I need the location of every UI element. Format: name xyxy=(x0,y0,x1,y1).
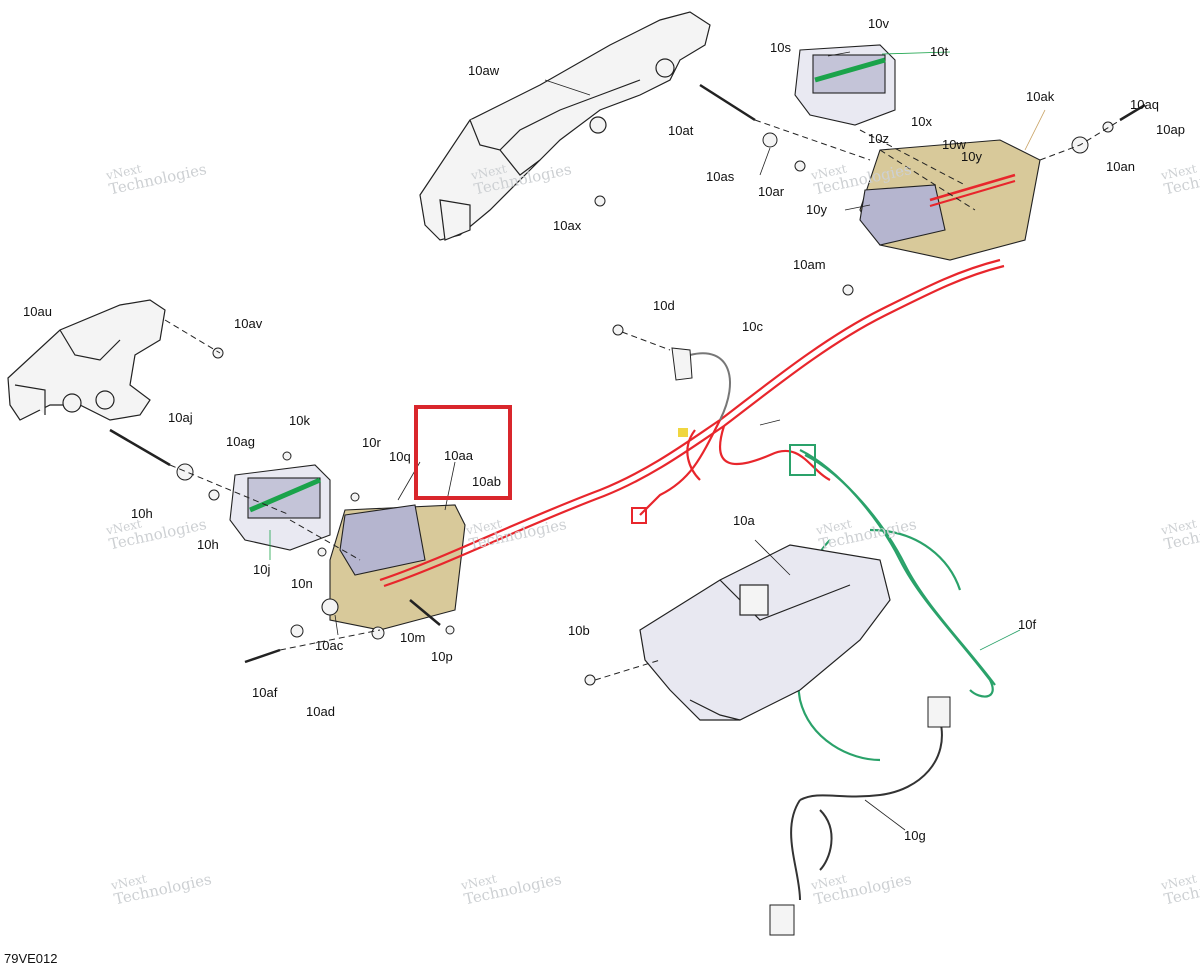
fasteners xyxy=(109,83,1146,686)
connector-black xyxy=(927,696,951,728)
callout-10v: 10w xyxy=(942,137,966,152)
callout-10p: 10p xyxy=(431,649,453,664)
connector-bottom xyxy=(769,904,795,936)
callout-10j: 10j xyxy=(253,562,271,577)
callout-10d: 10d xyxy=(653,298,675,313)
callout-10ar: 10ar xyxy=(758,184,785,199)
callout-10ag: 10ag xyxy=(226,434,255,449)
callout-10a: 10a xyxy=(733,513,755,528)
assembly-lines xyxy=(164,107,1141,681)
callout-10w: 10x xyxy=(911,114,932,129)
harness-10g xyxy=(790,719,943,901)
callout-10ax: 10ax xyxy=(553,218,582,233)
bracket-10au xyxy=(7,299,166,421)
callout-10ac: 10ac xyxy=(315,638,344,653)
callout-10t: 10t xyxy=(930,44,949,59)
callout-10an: 10an xyxy=(1106,159,1135,174)
callout-10ah: 10h xyxy=(131,506,153,521)
callout-10au: 10au xyxy=(23,304,52,319)
band-yellow xyxy=(678,428,688,437)
callout-10r: 10r xyxy=(362,435,381,450)
callout-10ab: 10ab xyxy=(472,474,501,489)
grey-wire xyxy=(689,352,731,421)
callout-10aq: 10aq xyxy=(1130,97,1159,112)
callout-10ap: 10ap xyxy=(1156,122,1185,137)
leader-lines xyxy=(269,51,1046,831)
callout-10s: 10s xyxy=(770,40,791,55)
callout-10av: 10av xyxy=(234,316,263,331)
callout-10z: 10z xyxy=(868,131,889,146)
callout-10g: 10g xyxy=(904,828,926,843)
actuator-left xyxy=(229,464,466,631)
bracket-10aw xyxy=(419,11,711,241)
housing-10a xyxy=(639,544,891,721)
callout-10x: 10y xyxy=(961,149,982,164)
callout-10c: 10c xyxy=(742,319,763,334)
connector-green xyxy=(789,444,816,476)
callout-10ak: 10ak xyxy=(1026,89,1055,104)
callout-10u: 10v xyxy=(868,16,889,31)
callout-10aj: 10aj xyxy=(168,410,193,425)
harness-10c xyxy=(379,258,1005,588)
harness-10f xyxy=(795,449,996,762)
callout-10h: 10h xyxy=(197,537,219,552)
callout-10af: 10af xyxy=(252,685,278,700)
drawing-code: 79VE012 xyxy=(4,951,58,965)
highlight-box xyxy=(414,405,512,500)
callout-10aw: 10aw xyxy=(468,63,500,78)
connector-red xyxy=(631,507,647,524)
callout-10am: 10am xyxy=(793,257,826,272)
callout-10k: 10k xyxy=(289,413,310,428)
callout-10n: 10n xyxy=(291,576,313,591)
callout-10y: 10y xyxy=(806,202,827,217)
callout-10ad: 10ad xyxy=(306,704,335,719)
callout-10at: 10at xyxy=(668,123,694,138)
callout-10as: 10as xyxy=(706,169,735,184)
callout-10f: 10f xyxy=(1018,617,1037,632)
callout-10q: 10q xyxy=(389,449,411,464)
actuator-top-right xyxy=(794,44,1041,261)
callout-10m: 10m xyxy=(400,630,426,645)
callout-10aa: 10aa xyxy=(444,448,473,463)
callout-10b: 10b xyxy=(568,623,590,638)
connector-10d xyxy=(671,347,693,381)
